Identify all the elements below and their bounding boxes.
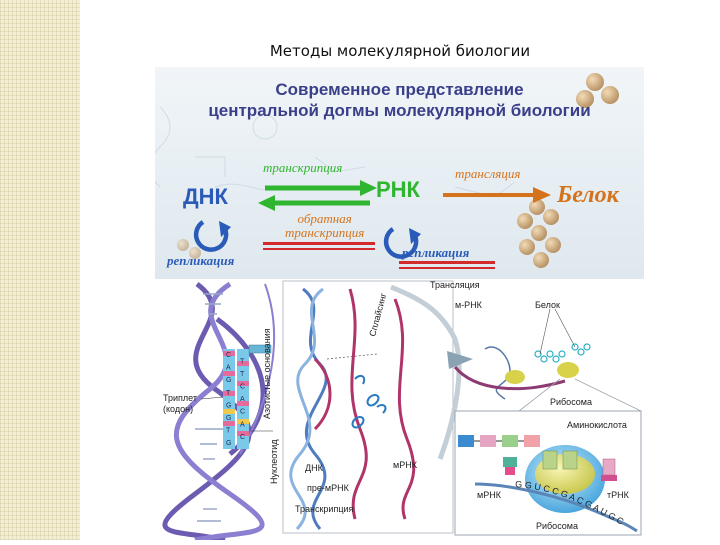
transcription-label-bottom: Транскрипция bbox=[295, 504, 353, 514]
reverse-transcription-line2: транскрипция bbox=[285, 225, 365, 240]
dna-letter: C bbox=[240, 384, 245, 391]
dna-helix-center bbox=[289, 287, 332, 531]
dna-letter: A bbox=[226, 365, 231, 372]
mrna-translation-strand bbox=[453, 366, 566, 391]
central-dogma-panel: Современное представление центральной до… bbox=[155, 67, 644, 279]
flow-arrow-icon bbox=[447, 351, 473, 369]
dna-label: ДНК bbox=[183, 184, 228, 209]
nucleotide-label: Нуклеотид bbox=[269, 439, 279, 484]
dna-label-center: ДНК bbox=[305, 463, 324, 473]
transcription-label: транскрипция bbox=[263, 160, 343, 175]
dna-letter: C bbox=[240, 434, 245, 441]
nucleotide-ladder bbox=[223, 344, 272, 449]
replication-cycle-icon-right bbox=[383, 227, 419, 259]
replication-cycle-icon-left bbox=[193, 220, 229, 252]
trna-label: тРНК bbox=[607, 490, 630, 500]
mrna-top-label: м-РНК bbox=[455, 300, 483, 310]
dna-letter: T bbox=[226, 390, 231, 397]
replication-label-left: репликация bbox=[167, 253, 235, 268]
pre-mrna-label: пре-мРНК bbox=[307, 483, 350, 493]
dna-letter: C bbox=[226, 352, 231, 359]
replication-label-right: репликация bbox=[402, 245, 470, 260]
ribosome-small-1 bbox=[505, 370, 525, 384]
ribosome-top-label: Рибосома bbox=[550, 397, 592, 407]
translation-label: Трансляция bbox=[430, 280, 480, 290]
dna-letter: G bbox=[226, 440, 231, 447]
transcription-box bbox=[282, 280, 454, 534]
pre-mrna-strand bbox=[348, 288, 368, 520]
dna-letter: A bbox=[240, 396, 245, 403]
ribosome-bottom-label: Рибосома bbox=[536, 521, 578, 531]
slide-title: Методы молекулярной биологии bbox=[269, 42, 531, 60]
reverse-transcription-line1: обратная bbox=[297, 211, 352, 226]
amino-acid-chain bbox=[458, 435, 540, 447]
ribosome-small-2 bbox=[557, 362, 579, 378]
mrna-label-center: мРНК bbox=[393, 460, 418, 470]
nitrogen-bases-label: Азотистые основания bbox=[262, 328, 272, 419]
mrna-detail-strand bbox=[474, 482, 638, 533]
dna-letter: T bbox=[240, 371, 245, 378]
flow-ribbon bbox=[390, 284, 462, 460]
dna-letter: C bbox=[240, 409, 245, 416]
panel-heading: Современное представление центральной до… bbox=[155, 79, 644, 121]
translation-label: трансляция bbox=[455, 166, 521, 181]
protein-label: Белок bbox=[557, 182, 619, 208]
mrna-strand bbox=[393, 298, 416, 520]
dna-letter: G bbox=[226, 415, 231, 422]
panel-heading-line2: центральной догмы молекулярной биологии bbox=[208, 101, 591, 120]
dna-letter: G bbox=[226, 402, 231, 409]
triplet-label-line2: (кодон) bbox=[163, 404, 193, 414]
trna-molecules bbox=[503, 450, 617, 481]
mrna-bottom-label: мРНК bbox=[477, 490, 502, 500]
protein-top-label: Белок bbox=[535, 300, 560, 310]
dna-letter: T bbox=[240, 358, 245, 365]
rna-label: РНК bbox=[376, 177, 420, 202]
dna-letter: T bbox=[226, 428, 231, 435]
splicing-label: Сплайсинг bbox=[367, 291, 388, 337]
panel-heading-line1: Современное представление bbox=[275, 80, 524, 99]
dna-letter: G bbox=[226, 377, 231, 384]
dna-letter: A bbox=[240, 421, 245, 428]
triplet-label-line1: Триплет bbox=[163, 393, 197, 403]
reverse-transcription-label: обратная транскрипция bbox=[285, 212, 364, 240]
decorative-side-strip bbox=[0, 0, 80, 540]
panel-background-decoration bbox=[155, 73, 619, 269]
amino-acid-label: Аминокислота bbox=[567, 420, 627, 430]
